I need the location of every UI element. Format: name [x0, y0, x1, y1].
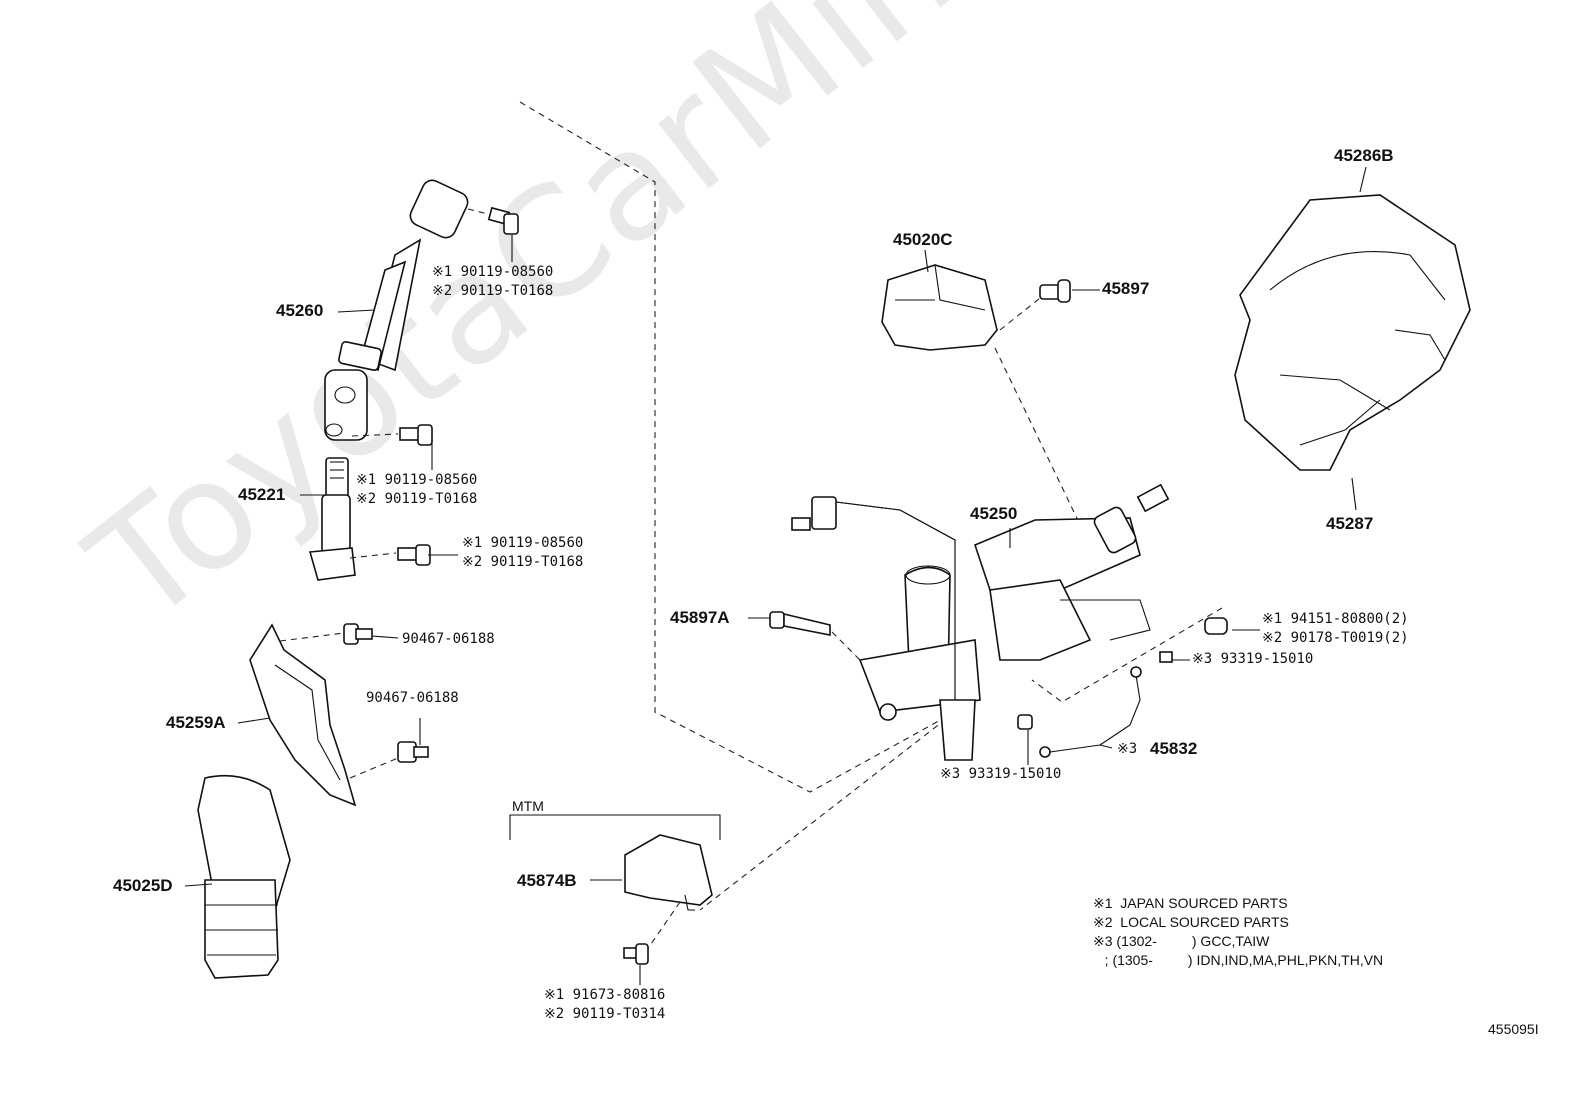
dashed-link-nut: [1031, 607, 1223, 703]
dash-bolt-top: [467, 208, 489, 215]
note-local-sourced: ※2 LOCAL SOURCED PARTS: [1093, 914, 1289, 930]
pn-screw-3b: ※3 93319-15010: [940, 766, 1062, 782]
note-japan-sourced: ※1 JAPAN SOURCED PARTS: [1093, 895, 1288, 911]
pn-screw-3a: ※3 93319-15010: [1192, 651, 1314, 667]
note-region-1302: ※3 (1302- ) GCC,TAIW: [1093, 933, 1270, 949]
mtm-bracket: [509, 814, 721, 840]
pn-clip-b: 90467-06188: [366, 690, 459, 706]
note-region-1305: ; (1305- ) IDN,IND,MA,PHL,PKN,TH,VN: [1093, 952, 1384, 968]
label-45897: 45897: [1102, 279, 1150, 298]
dash-clip-a: [279, 632, 345, 642]
dashed-outline: [519, 101, 956, 793]
part-45020C-drawing: [881, 264, 998, 351]
label-45259A: 45259A: [166, 713, 226, 732]
nut-drawing: [1204, 617, 1228, 635]
pn-bolt-low-2: ※2 90119-T0168: [462, 554, 584, 570]
pn-bolt-low-1: ※1 90119-08560: [462, 535, 584, 551]
label-45020C: 45020C: [893, 230, 953, 249]
label-45260: 45260: [276, 301, 324, 320]
lower-shaft-drawing: [308, 457, 356, 581]
pn-clip-a: 90467-06188: [402, 631, 495, 647]
bolt-45897A-drawing: [769, 611, 831, 636]
pn-bolt-mid-2: ※2 90119-T0168: [356, 491, 478, 507]
dash-clip-b: [349, 757, 399, 779]
dashed-link-column: [994, 347, 1086, 536]
part-45874B-drawing: [624, 834, 713, 911]
label-45025D: 45025D: [113, 876, 173, 895]
pn-bolt-top-2: ※2 90119-T0168: [432, 283, 554, 299]
label-45832: 45832: [1150, 739, 1198, 758]
pn-wire-prefix: ※3: [1117, 741, 1138, 757]
leader-lines: [184, 166, 1367, 985]
ground-wire-drawing: [1017, 651, 1173, 758]
pn-mtm-bolt-1: ※1 91673-80816: [544, 987, 666, 1003]
mtm-bolt-drawing: [623, 943, 649, 965]
pn-nut-1: ※1 94151-80800(2): [1262, 611, 1409, 627]
label-mtm: MTM: [512, 798, 544, 814]
bolt-drawings-left: [343, 206, 519, 763]
pn-bolt-mid-1: ※1 90119-08560: [356, 472, 478, 488]
label-45897A: 45897A: [670, 608, 730, 627]
label-45286B: 45286B: [1334, 146, 1394, 165]
label-45874B: 45874B: [517, 871, 577, 890]
pn-nut-2: ※2 90178-T0019(2): [1262, 630, 1409, 646]
label-45221: 45221: [238, 485, 286, 504]
label-45250: 45250: [970, 504, 1018, 523]
pn-mtm-bolt-2: ※2 90119-T0314: [544, 1006, 666, 1022]
dash-bolt-mid: [351, 433, 399, 437]
intermediate-shaft-drawing: [324, 179, 469, 441]
boot-45025D-drawing: [197, 774, 291, 979]
label-45287: 45287: [1326, 514, 1374, 533]
dashed-link-mtm: [699, 711, 956, 911]
bolt-45897-drawing: [1039, 284, 1061, 300]
column-cover-drawing: [1234, 194, 1471, 471]
diagram-id: 455095I: [1488, 1021, 1539, 1037]
steering-column-drawing: [791, 483, 1170, 761]
pn-bolt-top-1: ※1 90119-08560: [432, 264, 554, 280]
dash-bolt-low: [349, 552, 397, 559]
